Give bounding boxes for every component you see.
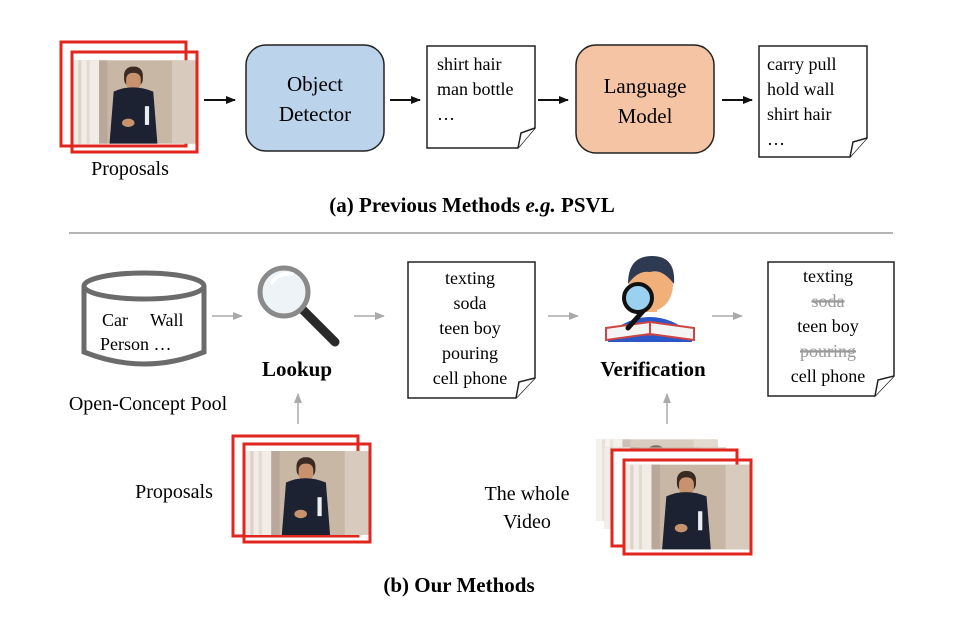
frame-front (622, 458, 753, 556)
object-detector-line1: Object (287, 72, 343, 96)
video-label-line1: The whole (485, 483, 570, 505)
language-model-box (575, 44, 715, 154)
doc-b2-line: texting (803, 266, 853, 286)
magnifier-icon (257, 265, 340, 347)
doc-b1-line: cell phone (433, 368, 507, 388)
proposals-stack-b (231, 434, 372, 544)
doc-a2-line: carry pull (767, 54, 836, 74)
document-a1-fold (517, 127, 536, 149)
pool-label: Open-Concept Pool (69, 393, 228, 415)
pool-item-car: Car (102, 310, 128, 330)
doc-b1-line: soda (454, 293, 487, 313)
frame-front (242, 442, 372, 544)
doc-a1-line: shirt hair (437, 54, 502, 74)
document-b2-fold (874, 375, 895, 397)
caption-a: (a) Previous Methods e.g. PSVL (329, 193, 614, 217)
video-frames-stack (596, 439, 753, 556)
language-model-line2: Model (618, 104, 673, 128)
pool-item-person: Person … (100, 334, 172, 354)
doc-b1-line: pouring (442, 343, 498, 363)
video-label-line2: Video (503, 511, 551, 533)
document-b1-fold (515, 377, 536, 399)
doc-a2-line: shirt hair (767, 104, 832, 124)
doc-a2-line: … (767, 129, 785, 149)
proposals-label-a: Proposals (91, 158, 169, 180)
doc-b2-line: teen boy (797, 316, 858, 336)
doc-a2-line: hold wall (767, 79, 835, 99)
pool-item-wall: Wall (150, 310, 184, 330)
verification-label: Verification (600, 357, 706, 381)
language-model-line1: Language (604, 74, 687, 98)
frame-front (70, 50, 199, 154)
doc-b1-line: teen boy (439, 318, 500, 338)
caption-b: (b) Our Methods (383, 573, 534, 597)
object-detector-box (245, 44, 385, 152)
doc-b1-line: texting (445, 268, 495, 288)
proposals-stack-a (59, 40, 199, 154)
doc-b2-line: cell phone (791, 366, 865, 386)
database-icon (81, 270, 207, 367)
object-detector-line2: Detector (279, 102, 351, 126)
proposals-label-b: Proposals (135, 481, 213, 503)
document-a2-fold (849, 137, 868, 158)
lookup-label: Lookup (262, 357, 332, 381)
doc-a1-line: … (437, 104, 455, 124)
doc-a1-line: man bottle (437, 79, 513, 99)
reader-person-icon (605, 256, 695, 342)
